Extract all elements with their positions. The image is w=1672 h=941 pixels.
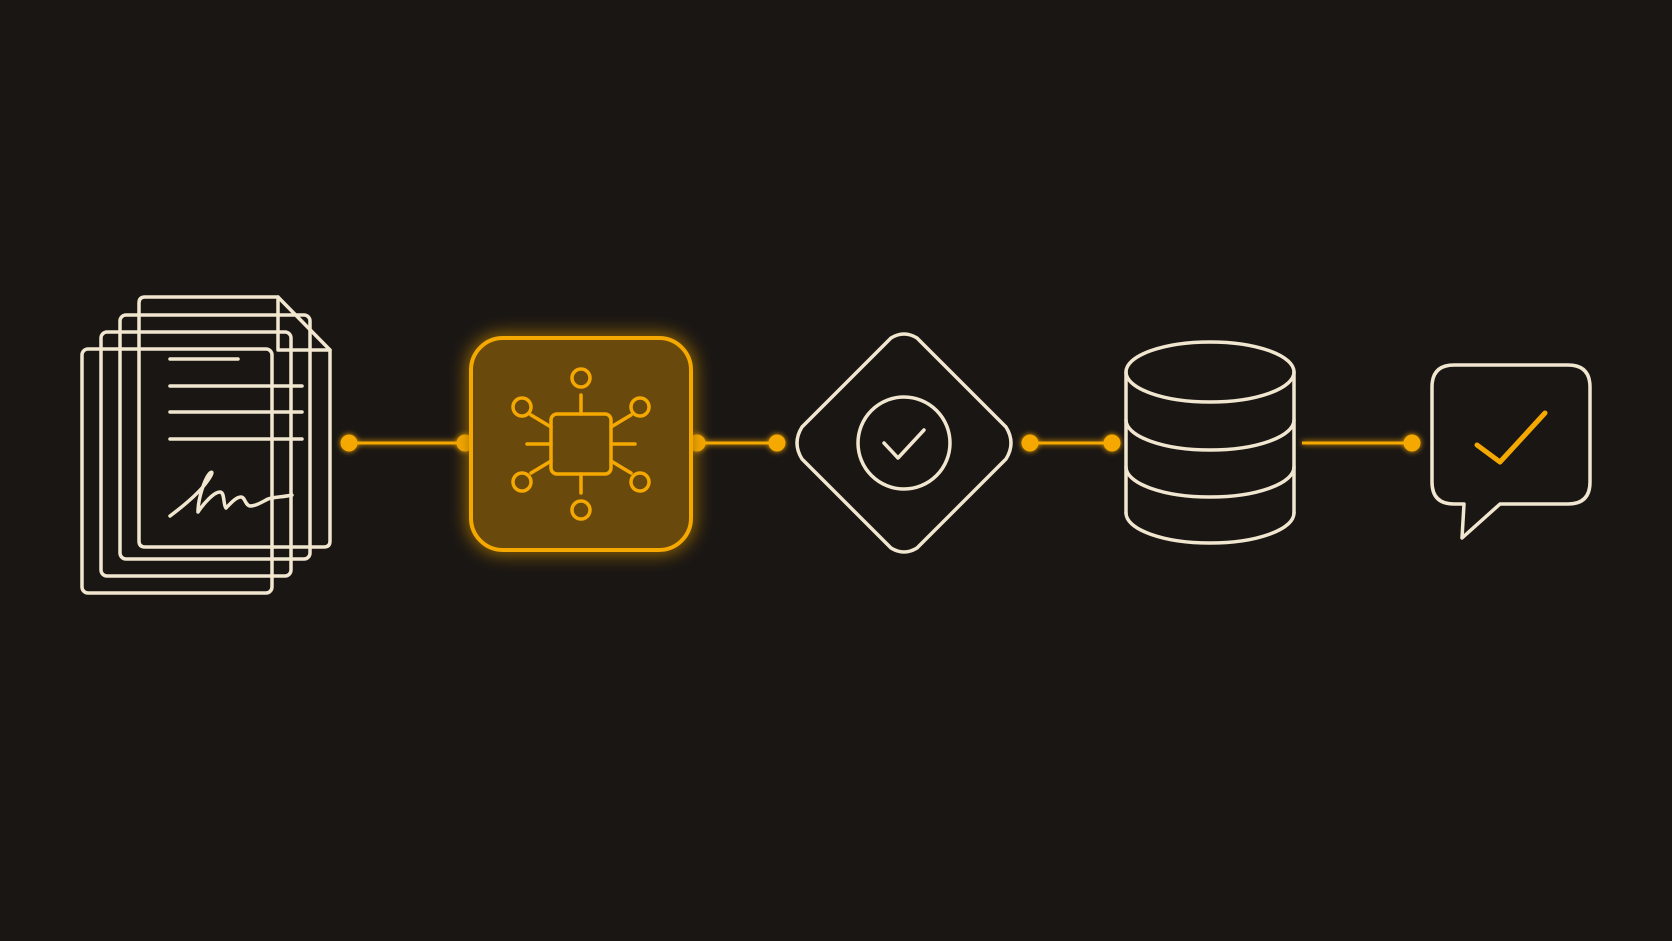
connector-validation-database [1021, 434, 1121, 452]
speech-bubble-check-icon [1430, 363, 1592, 540]
processor-chip-icon [469, 336, 693, 552]
connector-database-response [1302, 434, 1421, 452]
database-icon [1124, 340, 1296, 545]
signed-document-stack-icon [80, 295, 332, 595]
diamond-check-icon [795, 332, 1013, 554]
